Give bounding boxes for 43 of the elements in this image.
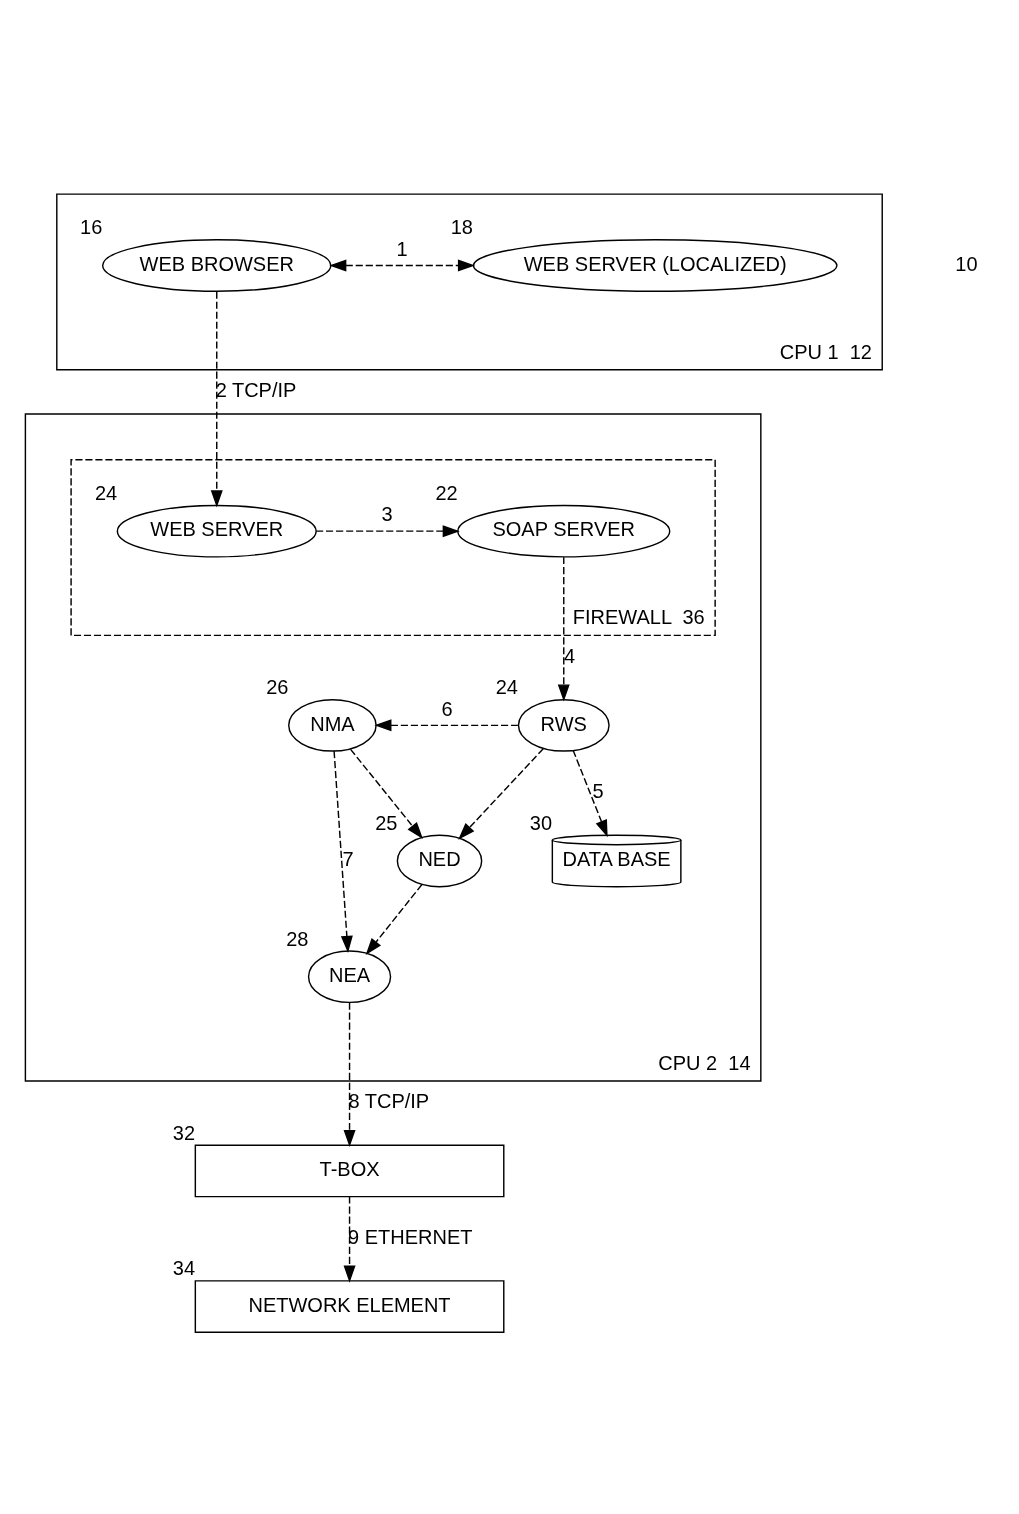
node-label: 18 bbox=[450, 215, 473, 238]
edge-label: 2 TCP/IP bbox=[215, 378, 297, 401]
arrow bbox=[343, 1195, 356, 1283]
node-label: 25 bbox=[375, 811, 398, 834]
edge-label: 5 bbox=[592, 779, 604, 802]
arrow bbox=[329, 259, 476, 272]
arrow bbox=[210, 290, 223, 507]
node-ellipse: RWS bbox=[517, 698, 610, 752]
edge-label: 8 TCP/IP bbox=[348, 1089, 430, 1112]
node-label: 32 bbox=[172, 1121, 196, 1144]
arrow bbox=[374, 718, 519, 731]
node-ellipse: SOAP SERVER bbox=[457, 504, 671, 558]
node-ellipse: NMA bbox=[288, 698, 377, 752]
node-box: T-BOX bbox=[194, 1144, 505, 1197]
node-ellipse: NED bbox=[396, 834, 483, 887]
arrow bbox=[315, 524, 460, 537]
arrow bbox=[333, 749, 353, 953]
node-ellipse: WEB SERVER bbox=[116, 504, 317, 558]
node-label: 34 bbox=[172, 1256, 196, 1279]
node-label: 26 bbox=[266, 675, 289, 698]
arrow bbox=[365, 883, 423, 955]
node-ellipse: NEA bbox=[307, 949, 392, 1003]
node-ellipse: WEB BROWSER bbox=[101, 238, 332, 292]
edge-label: 4 bbox=[563, 644, 576, 667]
arrow bbox=[458, 747, 544, 840]
label: 10 bbox=[955, 252, 978, 275]
arrow bbox=[557, 556, 570, 702]
node-ellipse: WEB SERVER (LOCALIZED) bbox=[472, 238, 838, 292]
node-label: 24 bbox=[495, 675, 518, 698]
edge-label: 3 bbox=[381, 502, 393, 525]
edge-label: 9 ETHERNET bbox=[348, 1225, 473, 1248]
edge-label: 6 bbox=[441, 697, 453, 720]
node-box: NETWORK ELEMENT bbox=[194, 1279, 505, 1333]
node-label: 22 bbox=[435, 481, 458, 504]
node-label: 24 bbox=[94, 481, 118, 504]
node-label: 28 bbox=[286, 927, 309, 950]
node-label: 30 bbox=[529, 811, 553, 834]
edge-label: 7 bbox=[342, 847, 354, 870]
node-label: 16 bbox=[80, 215, 103, 238]
edge-label: 1 bbox=[396, 237, 408, 260]
arrow bbox=[572, 749, 608, 837]
arrow bbox=[349, 748, 423, 839]
arrow bbox=[343, 1001, 356, 1147]
